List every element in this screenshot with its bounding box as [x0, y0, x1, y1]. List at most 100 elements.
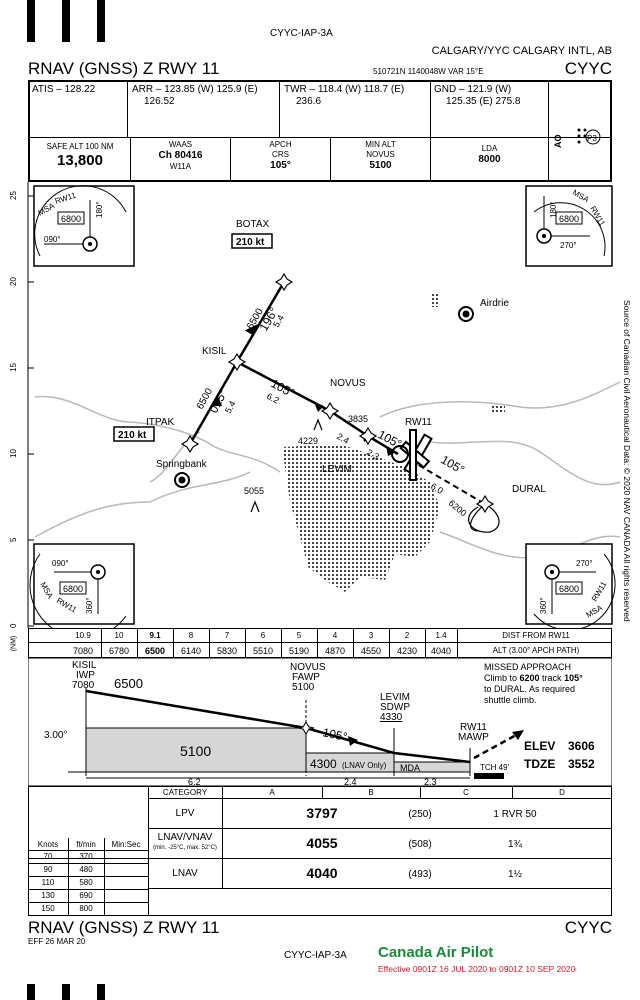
lnav-only: (LNAV Only): [342, 761, 387, 770]
divider: [512, 786, 513, 798]
divider: [130, 138, 131, 181]
divider: [430, 138, 431, 181]
corner-bar: [97, 984, 105, 1000]
dist-cell: 9.1: [149, 631, 161, 640]
airport-springbank: Springbank: [156, 459, 208, 470]
obstacle-symbols: [250, 418, 323, 513]
arrow: [212, 396, 222, 406]
speed-cell: 580: [79, 878, 93, 887]
fix-dural: DURAL: [512, 484, 546, 495]
kisil-role: IWP: [76, 670, 95, 681]
airport-symbols: [174, 306, 474, 488]
faf-marker: [297, 721, 315, 735]
divider: [353, 628, 354, 658]
divider: [173, 628, 174, 658]
lnav-step: 4300: [310, 757, 337, 771]
category-label: CATEGORY: [162, 788, 208, 797]
divider: [28, 858, 612, 859]
ao-label: AO: [553, 135, 563, 149]
profile-crs: 105°: [321, 725, 348, 744]
alt-cell: 4870: [324, 646, 346, 656]
airport-ident: CYYC: [564, 59, 612, 78]
missed-line1: Climb to 6200 track 105°: [484, 673, 583, 683]
nm-label: (NM): [10, 635, 18, 652]
arrow: [244, 324, 258, 336]
corner-bar: [27, 0, 35, 42]
dist-row-title: DIST FROM RW11: [502, 631, 570, 640]
speed-botax: 210 kt: [236, 237, 265, 248]
leg-crs: 105°: [439, 452, 468, 477]
fix-novus: NOVUS: [330, 378, 366, 389]
msa-bearing: 180°: [549, 201, 558, 218]
dist-cell: 1.4: [435, 631, 447, 640]
minima-alt: 4055: [306, 835, 338, 851]
divider: [420, 786, 421, 798]
divider: [104, 838, 105, 916]
speed-cell: 70: [43, 852, 53, 861]
cat-c: C: [463, 788, 469, 797]
divider: [28, 902, 148, 903]
alt-cell: 4040: [430, 646, 452, 656]
minima-name: LPV: [175, 808, 195, 819]
speed-cell: 150: [41, 904, 55, 913]
elev-label: ELEV: [524, 739, 555, 753]
msa-bearing: 180°: [95, 201, 104, 218]
speed-box-botax: [231, 233, 273, 249]
divider: [548, 81, 549, 181]
fix-levim: LEVIM: [322, 464, 352, 475]
minima-name: LNAV: [172, 868, 198, 879]
profile-block: [85, 727, 307, 773]
dist-cell: 3: [368, 631, 374, 640]
divider: [28, 889, 148, 890]
block-alt: 5100: [180, 743, 211, 759]
speed-cell: 130: [41, 891, 55, 900]
comm-ground: GND – 121.9 (W)125.35 (E) 275.8: [434, 84, 521, 107]
speed-cell: 800: [79, 904, 93, 913]
kisil-seg-alt: 6500: [114, 676, 143, 691]
divider: [322, 786, 323, 798]
chart-id: CYYC-IAP-3A: [270, 28, 333, 39]
elevation-label: 5055: [244, 486, 264, 496]
fix-itpak: ITPAK: [146, 417, 174, 428]
footer-chart-id: CYYC-IAP-3A: [284, 950, 347, 961]
minima-hat: (250): [408, 809, 432, 820]
msa-bearing: 360°: [539, 597, 548, 614]
footer-procedure: RNAV (GNSS) Z RWY 11: [28, 918, 220, 937]
alt-cell: 5510: [252, 646, 274, 656]
dist-cell: 8: [188, 631, 194, 640]
alt-cell: 4230: [396, 646, 418, 656]
coords: 510721N 1140048W VAR 15°E: [373, 67, 484, 76]
minima-name: LNAV/VNAV (min. -25°C, max. 52°C): [153, 832, 217, 851]
safe-alt: SAFE ALT 100 NM 13,800: [46, 142, 114, 169]
footer-brand: Canada Air Pilot: [378, 944, 494, 961]
scale-ticks: 25 20 15 10 5 0: [9, 191, 34, 628]
divider: [28, 876, 148, 877]
divider: [28, 850, 148, 851]
divider: [127, 81, 128, 137]
waas-info: WAAS Ch 80416 W11A: [158, 140, 203, 171]
msa-bearing: 360°: [85, 597, 94, 614]
minima-alt: 4040: [306, 865, 338, 881]
corner-bar: [62, 0, 70, 42]
divider: [148, 786, 149, 916]
alt-cell: 6140: [180, 646, 202, 656]
missed-line2: to DURAL. As required: [484, 684, 575, 694]
levim-name: LEVIM: [380, 692, 410, 703]
alt-cell: 6500: [144, 646, 166, 656]
dist-cell: 5: [296, 631, 302, 640]
divider: [28, 863, 148, 864]
missed-line3: shuttle climb.: [484, 695, 537, 705]
comm-atis: ATIS – 128.22: [32, 84, 96, 95]
dist-cell: 10.9: [75, 631, 91, 640]
fix-rw11: RW11: [405, 417, 432, 428]
source-note: Source of Canadian Civil Aeronautical Da…: [622, 300, 632, 622]
msa-bearing: 090°: [52, 559, 69, 568]
dist-cell: 7: [224, 631, 230, 640]
alt-cell: 7080: [72, 646, 94, 656]
scale-label: 25: [9, 191, 18, 200]
glide-angle: 3.00°: [44, 730, 67, 741]
novus-role: FAWP: [292, 672, 320, 683]
minima-vis: 1½: [508, 869, 522, 880]
minima-vis: 1 RVR 50: [493, 809, 537, 820]
scale-label: 0: [9, 623, 18, 628]
